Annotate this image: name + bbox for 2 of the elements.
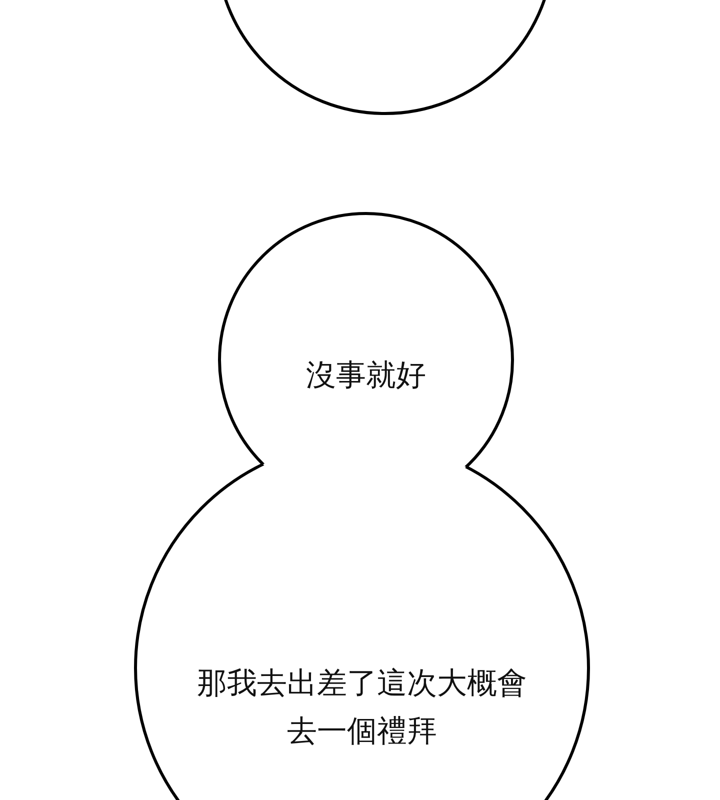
- bubble-text: 沒事就好: [305, 357, 427, 395]
- bubble-text: 那我去出差了這次大概會去一個禮拜: [196, 665, 528, 751]
